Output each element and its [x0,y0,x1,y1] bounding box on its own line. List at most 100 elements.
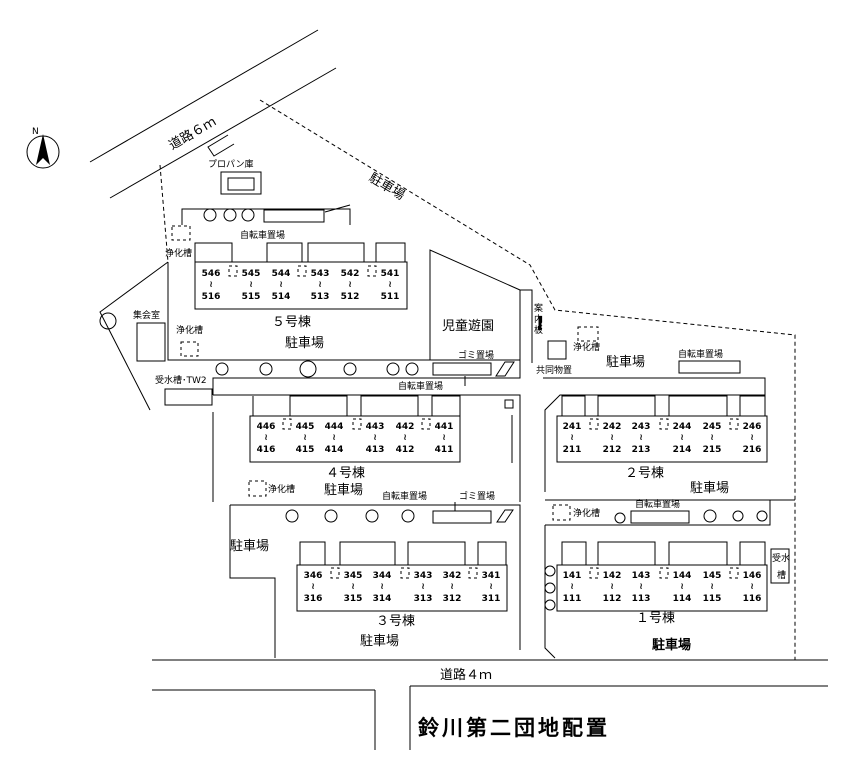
unit-number-top: 246 [743,422,762,432]
unit-number-bottom: 115 [703,594,722,604]
unit-number-bottom: 213 [632,445,651,455]
unit-number-bottom: 511 [381,292,400,302]
unit-number-top: 344 [373,571,392,581]
stair-marker [282,418,292,430]
unit-number-bottom: 215 [703,445,722,455]
unit-range-tilde: ≀ [403,433,406,443]
unit-range-tilde: ≀ [639,582,642,592]
unit-range-tilde: ≀ [610,582,613,592]
unit-number-top: 346 [304,571,323,581]
unit-number-top: 442 [396,422,415,432]
parking-label-2north: 駐車場 [606,355,645,370]
unit-number-bottom: 514 [272,292,291,302]
septic-tank-4: 浄化槽 [248,480,295,497]
septic-tank-2: 浄化槽 [176,324,203,357]
parking-label-5: 駐車場 [285,336,324,351]
unit-number-bottom: 112 [603,594,622,604]
unit-range-tilde: ≀ [750,433,753,443]
tree-circles-4 [285,509,415,523]
unit-number-bottom: 315 [344,594,363,604]
septic-tank-3: 浄化槽 [573,326,600,353]
tree-circles-top [203,208,255,222]
area-outlines [167,262,795,659]
stair-marker [589,418,599,430]
septic-label-4: 浄化槽 [268,483,295,495]
garbage-label-2: ゴミ置場 [459,490,495,502]
stair-marker [228,265,238,277]
stair-marker [659,418,669,430]
stair-marker [729,567,739,579]
building-1 [556,541,768,612]
stair-marker [589,567,599,579]
unit-number-bottom: 411 [435,445,454,455]
meeting-hall: 集会室 [99,261,169,411]
unit-number-top: 446 [257,422,276,432]
building-4 [249,395,514,463]
unit-number-top: 441 [435,422,454,432]
unit-range-tilde: ≀ [388,280,391,290]
unit-number-bottom: 416 [257,445,276,455]
building-5 [194,242,408,310]
water-tank-tw2-label: 受水槽･TW2 [155,374,207,386]
playground: 児童遊園 ゴミ置場 自転車置場 [398,249,521,392]
septic-tank-5: 浄化槽 [552,504,600,521]
septic-label-2: 浄化槽 [176,324,203,336]
septic-label-1: 浄化槽 [165,247,192,259]
unit-range-tilde: ≀ [570,582,573,592]
bicycle-parking-top: 自転車置場 [181,204,351,241]
unit-number-bottom: 316 [304,594,323,604]
septic-label-3: 浄化槽 [573,341,600,353]
unit-range-tilde: ≀ [351,582,354,592]
stair-marker [297,265,307,277]
unit-range-tilde: ≀ [610,433,613,443]
unit-number-bottom: 113 [632,594,651,604]
unit-number-top: 244 [673,422,692,432]
meeting-hall-label: 集会室 [133,309,160,321]
stair-marker [468,567,478,579]
unit-number-bottom: 116 [743,594,762,604]
unit-range-tilde: ≀ [570,433,573,443]
unit-range-tilde: ≀ [710,582,713,592]
propane-label: プロパン庫 [208,158,253,170]
unit-number-top: 142 [603,571,622,581]
unit-number-bottom: 413 [366,445,385,455]
unit-range-tilde: ≀ [311,582,314,592]
unit-number-bottom: 212 [603,445,622,455]
unit-range-tilde: ≀ [680,433,683,443]
unit-number-top: 141 [563,571,582,581]
septic-tank-1: 浄化槽 [165,225,192,259]
unit-number-bottom: 311 [482,594,501,604]
unit-number-top: 545 [242,269,261,279]
unit-number-top: 541 [381,269,400,279]
water-tank-tw2: 受水槽･TW2 [155,374,213,406]
road-4m-label: 道路４ｍ [440,667,492,683]
parking-label-1: 駐車場 [652,637,691,653]
unit-number-top: 242 [603,422,622,432]
unit-number-top: 143 [632,571,651,581]
unit-number-top: 543 [311,269,330,279]
tree-circles-2 [614,509,768,524]
unit-number-top: 243 [632,422,651,432]
unit-number-top: 245 [703,422,722,432]
unit-number-bottom: 314 [373,594,392,604]
bicycle-label-5: 自転車置場 [398,380,443,392]
tree-circles-1 [544,565,556,611]
unit-range-tilde: ≀ [348,280,351,290]
building-5-label: ５号棟 [272,315,311,330]
unit-number-top: 146 [743,571,762,581]
unit-number-bottom: 512 [341,292,360,302]
unit-number-top: 544 [272,269,291,279]
north-label: N [32,127,39,137]
unit-number-bottom: 513 [311,292,330,302]
unit-number-top: 444 [325,422,344,432]
unit-range-tilde: ≀ [303,433,306,443]
unit-number-bottom: 214 [673,445,692,455]
unit-number-top: 144 [673,571,692,581]
unit-range-tilde: ≀ [680,582,683,592]
unit-number-top: 145 [703,571,722,581]
stair-marker [330,567,340,579]
unit-number-bottom: 515 [242,292,261,302]
parking-label-4: 駐車場 [324,483,363,498]
garbage-label-1: ゴミ置場 [458,349,494,361]
unit-number-top: 345 [344,571,363,581]
